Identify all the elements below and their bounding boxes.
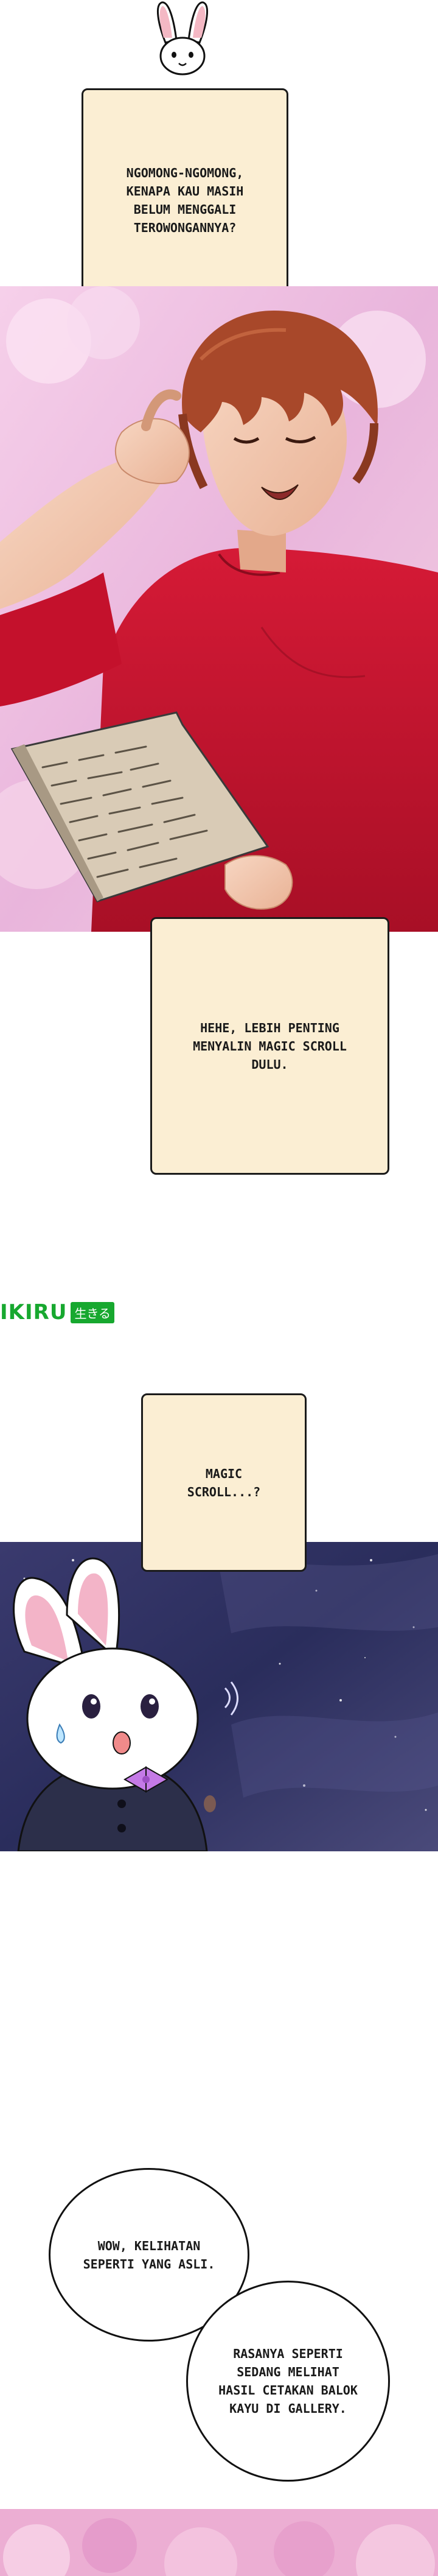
rabbit-head-icon (146, 0, 219, 76)
speech-text-5: RASANYA SEPERTI SEDANG MELIHAT HASIL CET… (218, 2346, 358, 2416)
panel-boy-reading-scroll (0, 286, 438, 932)
speech-box-2: HEHE, LEBIH PENTING MENYALIN MAGIC SCROL… (150, 917, 389, 1175)
watermark-logo: IKIRU 生きる (0, 1298, 115, 1326)
panel-surprised-rabbit (0, 1542, 438, 1851)
panel-bottom-scene (0, 2509, 438, 2576)
speech-box-1: NGOMONG-NGOMONG, KENAPA KAU MASIH BELUM … (82, 88, 288, 312)
speech-text-1: NGOMONG-NGOMONG, KENAPA KAU MASIH BELUM … (126, 166, 244, 235)
speech-text-3: MAGIC SCROLL...? (187, 1466, 261, 1499)
speech-text-4: WOW, KELIHATAN SEPERTI YANG ASLI. (83, 2238, 215, 2272)
speech-bubble-5: RASANYA SEPERTI SEDANG MELIHAT HASIL CET… (186, 2281, 390, 2482)
speech-box-3: MAGIC SCROLL...? (141, 1393, 307, 1572)
speech-text-2: HEHE, LEBIH PENTING MENYALIN MAGIC SCROL… (193, 1020, 347, 1072)
watermark-text: IKIRU (0, 1300, 68, 1325)
watermark-badge: 生きる (71, 1301, 115, 1323)
